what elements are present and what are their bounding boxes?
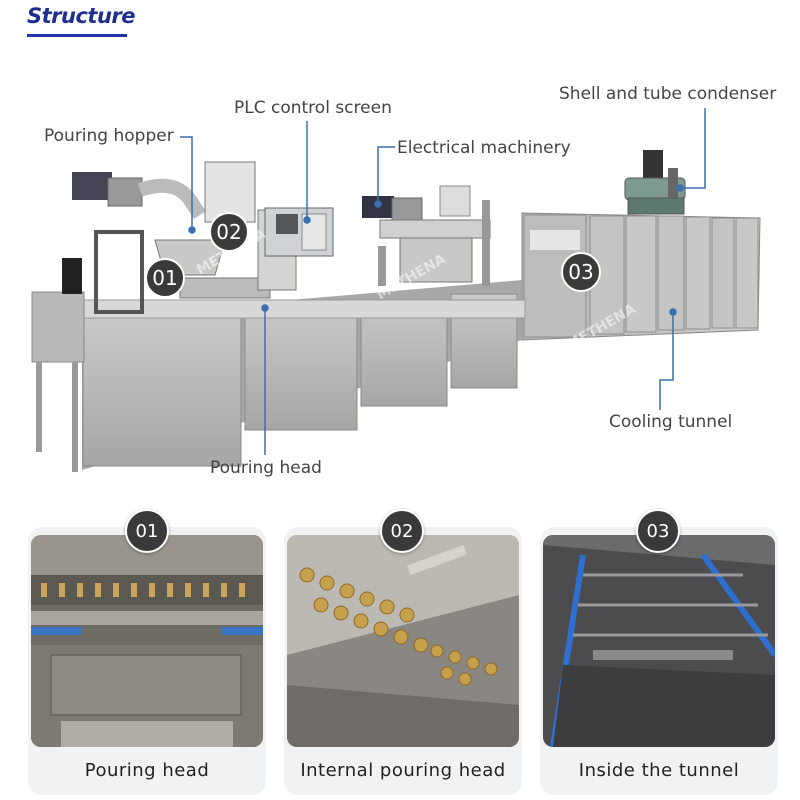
callout-cooling-tunnel: Cooling tunnel xyxy=(609,412,733,432)
cooling-tunnel-body xyxy=(521,212,761,341)
machine-badge-03 xyxy=(561,252,601,292)
card-caption: Pouring head xyxy=(84,759,210,781)
pouring-head-photo xyxy=(31,535,263,747)
detail-card-2: Internal pouring head xyxy=(284,527,522,795)
card-badge-01: 01 xyxy=(125,509,169,553)
machine-badge-02-label: 02 xyxy=(216,220,241,244)
machine-badge-02 xyxy=(209,212,249,252)
title-underline xyxy=(27,34,127,37)
machine-badge-03-label: 03 xyxy=(568,260,593,284)
detail-card-3: Inside the tunnel xyxy=(540,527,778,795)
detail-card-1: Pouring head xyxy=(28,527,266,795)
callout-pouring-hopper: Pouring hopper xyxy=(44,126,174,146)
machine-illustration: METHENA METHENA METHENA 02 01 03 xyxy=(31,108,761,472)
callout-condenser: Shell and tube condenser xyxy=(559,84,777,104)
card-caption: Internal pouring head xyxy=(300,759,506,781)
card-caption: Inside the tunnel xyxy=(578,759,740,781)
callout-pouring-head: Pouring head xyxy=(210,458,322,478)
detail-cards: Pouring head Internal pouring head xyxy=(0,505,800,800)
condenser-unit xyxy=(624,150,686,215)
machine-main-body xyxy=(31,258,526,472)
callout-plc-screen: PLC control screen xyxy=(234,98,392,118)
tunnel-interior-photo xyxy=(543,535,775,747)
internal-pouring-head-photo xyxy=(287,535,519,747)
card-badge-02: 02 xyxy=(380,509,424,553)
callout-electrical-machinery: Electrical machinery xyxy=(397,138,571,158)
electrical-machinery-station xyxy=(362,185,491,286)
machine-badges: 02 01 03 xyxy=(145,212,601,298)
page-title: Structure xyxy=(27,4,136,28)
card-badge-03: 03 xyxy=(636,509,680,553)
pouring-hopper-station xyxy=(72,161,334,314)
machine-badge-01-label: 01 xyxy=(152,266,177,290)
machine-badge-01 xyxy=(145,258,185,298)
callout-lines xyxy=(180,108,706,455)
